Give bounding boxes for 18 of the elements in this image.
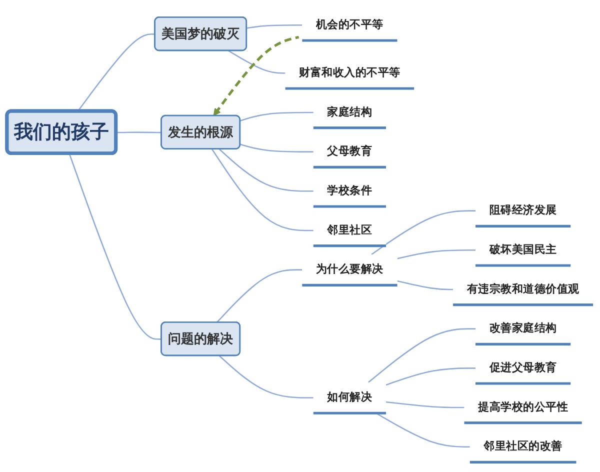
connector xyxy=(218,148,314,192)
connector xyxy=(371,210,476,255)
connector xyxy=(376,412,470,448)
connector xyxy=(397,280,454,290)
connector xyxy=(240,112,314,122)
connector xyxy=(212,148,314,232)
connector xyxy=(228,50,286,74)
arrow xyxy=(213,36,300,116)
connector xyxy=(397,250,476,260)
connector xyxy=(386,368,476,386)
connector xyxy=(240,144,314,152)
connector xyxy=(116,132,162,134)
connector xyxy=(218,355,314,398)
connector xyxy=(68,154,162,340)
connector xyxy=(216,269,302,323)
connector xyxy=(386,401,464,408)
connector xyxy=(368,328,476,383)
connector xyxy=(246,24,302,29)
